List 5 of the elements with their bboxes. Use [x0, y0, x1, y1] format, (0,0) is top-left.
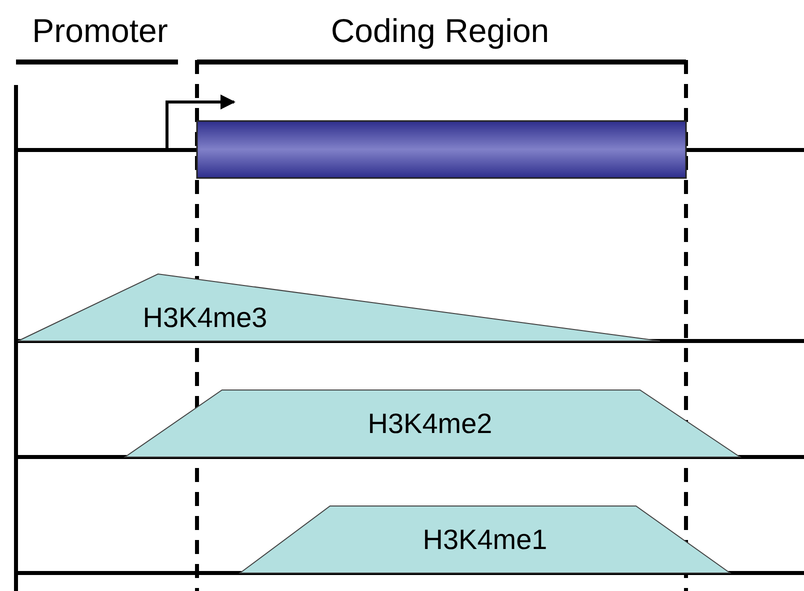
profile-label: H3K4me3: [142, 302, 268, 334]
region-label: Promoter: [32, 12, 168, 50]
region-label: Coding Region: [330, 12, 550, 50]
profile-label: H3K4me2: [368, 408, 492, 440]
profile-label: H3K4me1: [422, 524, 548, 556]
